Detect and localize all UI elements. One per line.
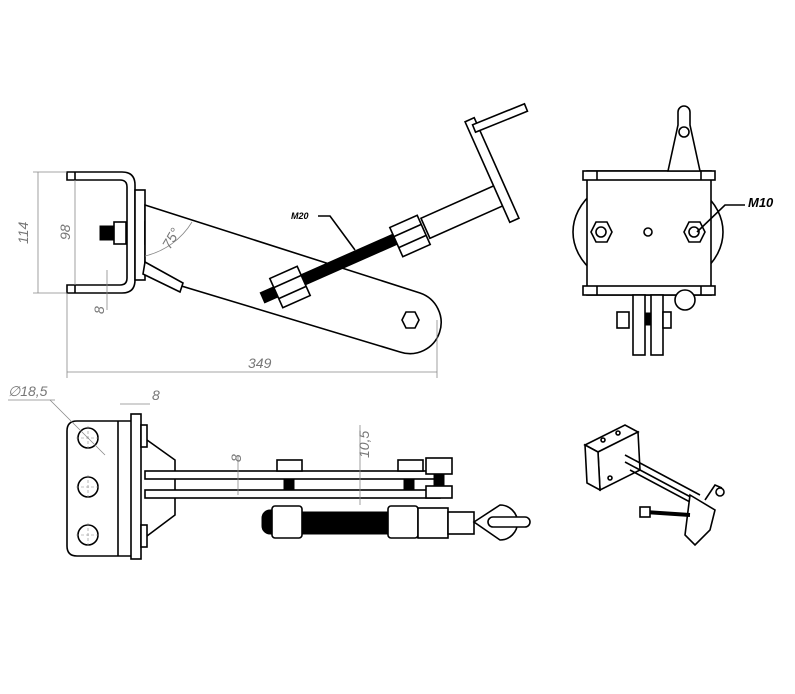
dim-plate-thickness: 8	[152, 387, 160, 403]
tube	[419, 184, 505, 240]
thread-label: M20	[291, 211, 309, 221]
bar-lower	[144, 489, 441, 499]
dim-total-height: 114	[15, 221, 31, 244]
crank-plate	[464, 116, 520, 224]
top-lug	[667, 105, 701, 172]
dim-length: 349	[248, 355, 272, 371]
crank-handle	[471, 102, 529, 134]
dim-flange-thickness: 8	[91, 306, 107, 314]
bar-upper	[144, 470, 441, 480]
dim-inner-height: 98	[57, 224, 73, 240]
end-view: M10	[572, 105, 774, 356]
bolt-stub	[99, 225, 115, 241]
base-plate	[66, 420, 136, 557]
dim-bar-gap: 10,5	[356, 431, 372, 458]
isometric-view	[583, 424, 725, 547]
bolt-label: M10	[748, 195, 774, 210]
u-bracket	[66, 171, 136, 294]
dim-bar-thickness: 8	[228, 454, 244, 462]
side-view: 75° M20 114 98 8 349	[15, 102, 529, 378]
dim-hole-diameter: ∅18,5	[8, 383, 48, 399]
top-view: ∅18,5 8 8 10,5	[8, 383, 531, 560]
hex-hole	[401, 311, 420, 329]
